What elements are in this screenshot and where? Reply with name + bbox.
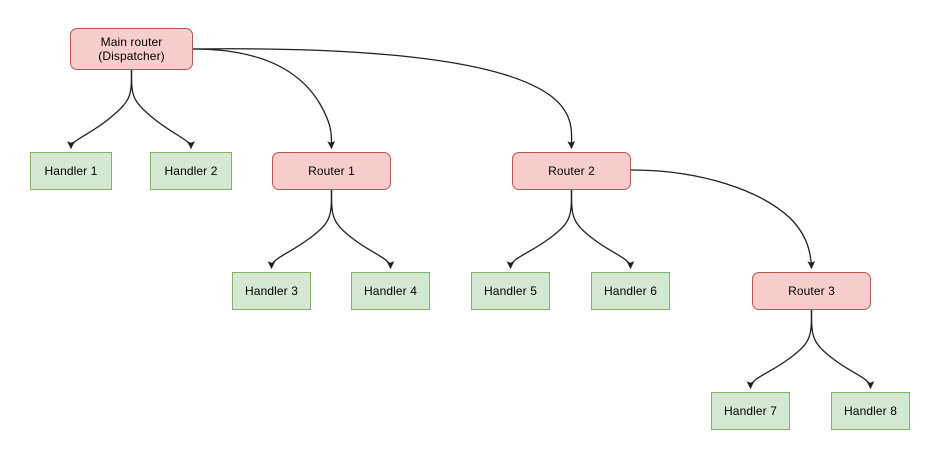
edge-router-1-to-handler-4 bbox=[330, 189, 395, 270]
node-router-3-label: Router 3 bbox=[788, 284, 835, 298]
node-handler-4[interactable]: Handler 4 bbox=[351, 272, 430, 310]
edge-main-router-to-router-2 bbox=[192, 48, 576, 150]
node-handler-3-label: Handler 3 bbox=[245, 284, 298, 298]
node-router-3[interactable]: Router 3 bbox=[752, 272, 871, 310]
edge-main-router-to-router-1 bbox=[192, 48, 336, 150]
node-handler-1[interactable]: Handler 1 bbox=[30, 152, 112, 190]
node-router-2[interactable]: Router 2 bbox=[512, 152, 631, 190]
node-handler-2-label: Handler 2 bbox=[164, 164, 218, 178]
node-handler-6-label: Handler 6 bbox=[604, 284, 657, 298]
node-handler-1-label: Handler 1 bbox=[44, 164, 98, 178]
edge-main-router-to-handler-2 bbox=[130, 69, 195, 150]
edge-router-2-to-router-3 bbox=[630, 169, 816, 270]
node-router-1[interactable]: Router 1 bbox=[272, 152, 391, 190]
node-handler-8-label: Handler 8 bbox=[844, 404, 897, 418]
edge-router-2-to-handler-5 bbox=[506, 189, 573, 270]
node-main-router[interactable]: Main router (Dispatcher) bbox=[70, 28, 193, 70]
node-handler-2[interactable]: Handler 2 bbox=[150, 152, 232, 190]
node-handler-5-label: Handler 5 bbox=[484, 284, 537, 298]
node-handler-8[interactable]: Handler 8 bbox=[831, 392, 910, 430]
node-router-2-label: Router 2 bbox=[548, 164, 595, 178]
node-handler-4-label: Handler 4 bbox=[364, 284, 417, 298]
node-handler-5[interactable]: Handler 5 bbox=[471, 272, 550, 310]
node-handler-3[interactable]: Handler 3 bbox=[232, 272, 311, 310]
edge-router-3-to-handler-8 bbox=[810, 309, 875, 390]
node-handler-7-label: Handler 7 bbox=[724, 404, 777, 418]
node-handler-7[interactable]: Handler 7 bbox=[711, 392, 790, 430]
edge-router-2-to-handler-6 bbox=[570, 189, 635, 270]
node-main-router-label: Main router (Dispatcher) bbox=[98, 35, 165, 63]
node-router-1-label: Router 1 bbox=[308, 164, 355, 178]
edge-main-router-to-handler-1 bbox=[67, 69, 133, 150]
edge-router-3-to-handler-7 bbox=[746, 309, 813, 390]
edge-router-1-to-handler-3 bbox=[267, 189, 333, 270]
node-handler-6[interactable]: Handler 6 bbox=[591, 272, 670, 310]
